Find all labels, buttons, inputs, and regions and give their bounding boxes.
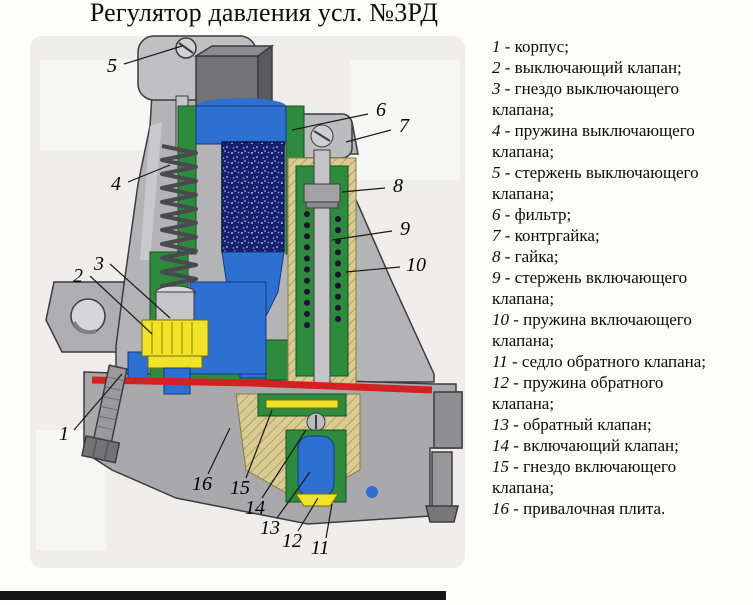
callout-10: 10 [406,254,426,276]
right-bolt-head [425,505,459,523]
callout-15: 15 [230,477,250,499]
scan-edge-strip [0,591,446,600]
pressure-regulator-figure: 5 4 3 2 1 16 15 14 13 12 11 6 7 8 9 10 [30,35,465,568]
shutoff-valve-yellow-body [141,319,209,357]
callout-13: 13 [260,517,280,539]
legend-item-7: 7 - контргайка; [492,226,600,245]
legend-item-6: 6 - фильтр; [492,205,572,224]
legend-item-13: 13 - обратный клапан; [492,415,652,434]
page-title: Регулятор давления усл. №3РД [89,0,439,27]
callout-4: 4 [111,173,121,195]
callout-11: 11 [311,537,330,559]
legend-item-11: 11 - седло обратного клапана; [492,352,707,371]
callout-numbers: 5 4 3 2 1 16 15 14 13 12 11 6 7 8 9 10 [59,55,426,559]
callout-12: 12 [282,530,302,552]
legend-item-9: 9 - стержень включающего клапана; [492,268,688,308]
mounting-bolt [81,364,128,464]
legend-item-8: 8 - гайка; [492,247,559,266]
nut [303,183,341,203]
callout-6: 6 [376,99,386,121]
check-valve-assembly [235,393,378,507]
gasket-line [91,376,433,394]
callout-9: 9 [400,218,410,240]
legend-item-3: 3 - гнездо выключающего клапана; [492,79,680,119]
shutoff-valve-piston [155,291,195,323]
callout-3: 3 [93,253,104,275]
legend-item-5: 5 - стержень выключающего клапана; [492,163,699,203]
port-dot [366,486,378,498]
shutoff-valve-seat [147,355,203,369]
legend-item-16: 16 - привалочная плита. [492,499,666,518]
parts-legend: 1 - корпус; 2 - выключающий клапан; 3 - … [492,36,720,519]
callout-16: 16 [192,473,212,495]
callout-14: 14 [245,497,265,519]
check-valve-capsule [297,435,335,497]
blue-top-chamber [195,105,287,145]
legend-item-2: 2 - выключающий клапан; [492,58,682,77]
legend-item-15: 15 - гнездо включающего клапана; [492,457,677,497]
filter-block [221,141,285,253]
callout-2: 2 [73,265,83,287]
legend-item-4: 4 - пружина выключающего клапана; [492,121,695,161]
legend-item-12: 12 - пружина обратного клапана; [492,373,664,413]
callout-lines [73,45,401,539]
legend-item-14: 14 - включающий клапан; [492,436,679,455]
callout-8: 8 [393,175,403,197]
shutoff-valve-spring [160,144,198,295]
legend-item-1: 1 - корпус; [492,37,569,56]
callout-1: 1 [59,423,69,445]
cutaway-diagram: 5 4 3 2 1 16 15 14 13 12 11 6 7 8 9 10 [30,35,465,568]
callout-7: 7 [399,115,410,137]
right-bolt-shaft [431,451,453,509]
callout-5: 5 [107,55,117,77]
legend-item-10: 10 - пружина включающего клапана; [492,310,692,350]
